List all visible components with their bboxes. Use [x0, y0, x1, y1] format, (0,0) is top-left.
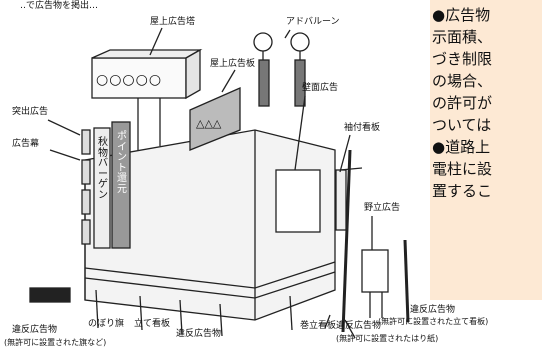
banner-point: ポイント還元 — [117, 131, 127, 195]
label-ad-balloon: アドバルーン — [286, 17, 340, 27]
label-rooftop-tower: 屋上広告塔 — [150, 17, 196, 27]
diagram-illustration — [29, 27, 410, 339]
label-pole-sign: 巻立看板 — [300, 321, 337, 331]
header-fragment: ‥で広告物を掲出… — [20, 1, 99, 11]
board-triangles: △△△ — [196, 117, 222, 130]
label-side-sign: 袖付看板 — [344, 123, 381, 133]
side-panel-line: の場合、 — [432, 72, 493, 90]
side-panel-line: 電柱に設 — [432, 160, 493, 178]
side-panel-line: の許可が — [432, 94, 493, 112]
label-violation-3: 違反広告物 — [12, 325, 58, 335]
label-protruding: 突出広告 — [12, 107, 49, 117]
label-standing-sign: 立て看板 — [134, 319, 171, 329]
tower-circles: ○○○○○ — [96, 72, 163, 88]
wall-ad-shape — [275, 169, 321, 233]
side-text-panel — [430, 0, 542, 300]
rooftop-board-shape — [189, 87, 241, 151]
label-nobori: のぼり旗 — [88, 319, 125, 329]
label-violation-1-note: (無許可に設置された立て看板) — [378, 317, 489, 326]
side-panel-line: 置するこ — [432, 182, 493, 200]
side-panel-line: ●道路上 — [432, 138, 491, 156]
side-panel-line: ●広告物 — [432, 6, 491, 24]
label-violation-3-note: (無許可に設置された旗など) — [4, 338, 107, 347]
standalone-billboard-shape — [361, 249, 389, 293]
rooftop-tower-shape — [91, 57, 187, 99]
side-panel-line: 示面積、 — [432, 28, 493, 46]
side-panel-line: づき制限 — [432, 50, 493, 68]
side-panel-line: ついては — [432, 116, 492, 134]
label-curtain: 広告幕 — [12, 139, 40, 149]
label-wall: 壁面広告 — [302, 83, 339, 93]
label-violation-2-note: (無許可に設置されたはり紙) — [336, 334, 439, 343]
label-violation-1: 違反広告物 — [410, 305, 456, 315]
label-violation-4: 違反広告物 — [176, 329, 222, 339]
label-rooftop-board: 屋上広告板 — [210, 59, 256, 69]
banner-bargain: 秋物バーゲン — [98, 137, 108, 201]
label-violation-2: 違反広告物 — [336, 321, 382, 331]
label-standalone: 野立広告 — [364, 203, 401, 213]
